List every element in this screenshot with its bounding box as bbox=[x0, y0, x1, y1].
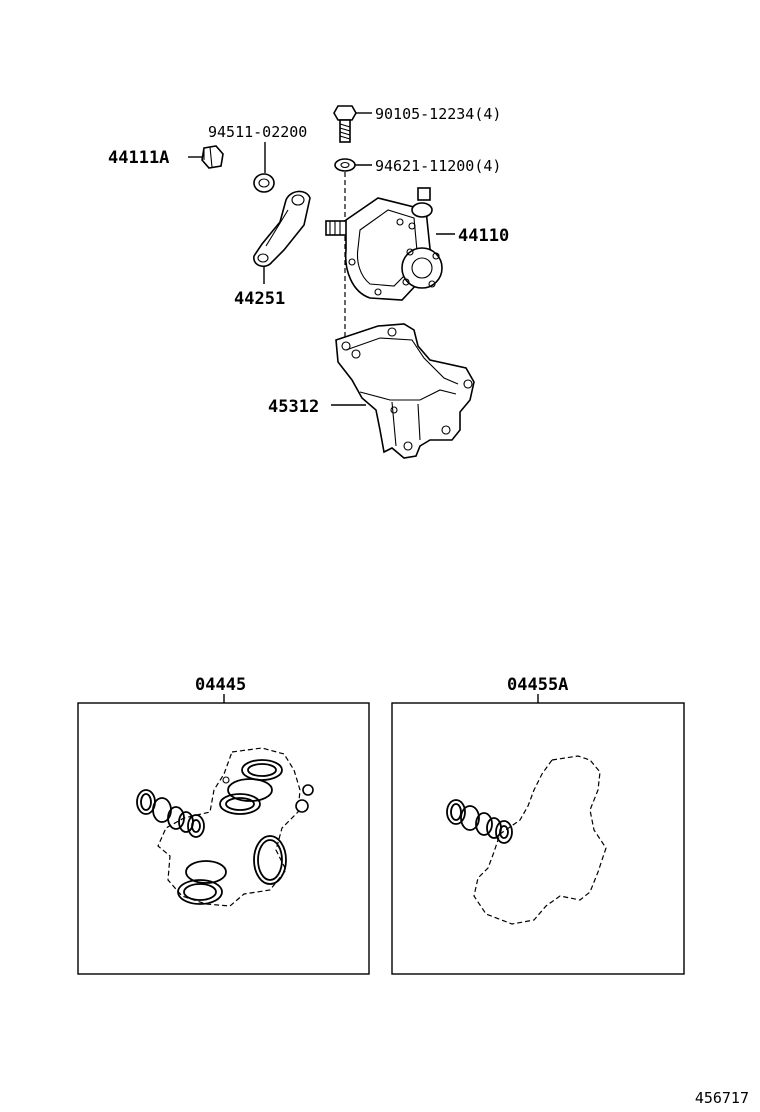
label-washer-arm: 94511-02200 bbox=[208, 123, 307, 141]
label-pitman-arm: 44251 bbox=[234, 289, 285, 309]
bolt[interactable] bbox=[333, 105, 357, 143]
label-nut: 44111A bbox=[108, 148, 169, 168]
label-gear-box: 44110 bbox=[458, 226, 509, 246]
kit-left-box[interactable] bbox=[77, 702, 370, 975]
kit-right-box[interactable] bbox=[391, 702, 685, 975]
label-kit-left: 04445 bbox=[195, 675, 246, 695]
label-bolt: 90105-12234(4) bbox=[375, 105, 501, 123]
label-washer-gear: 94621-11200(4) bbox=[375, 157, 501, 175]
pitman-arm[interactable] bbox=[253, 190, 311, 268]
label-bracket: 45312 bbox=[268, 397, 319, 417]
bracket[interactable] bbox=[335, 323, 475, 459]
gear-box[interactable] bbox=[325, 187, 443, 301]
washer-gear[interactable] bbox=[334, 158, 356, 172]
nut[interactable] bbox=[201, 145, 224, 169]
washer-arm[interactable] bbox=[253, 173, 275, 193]
label-kit-right: 04455A bbox=[507, 675, 568, 695]
diagram-number: 456717 bbox=[695, 1089, 749, 1107]
